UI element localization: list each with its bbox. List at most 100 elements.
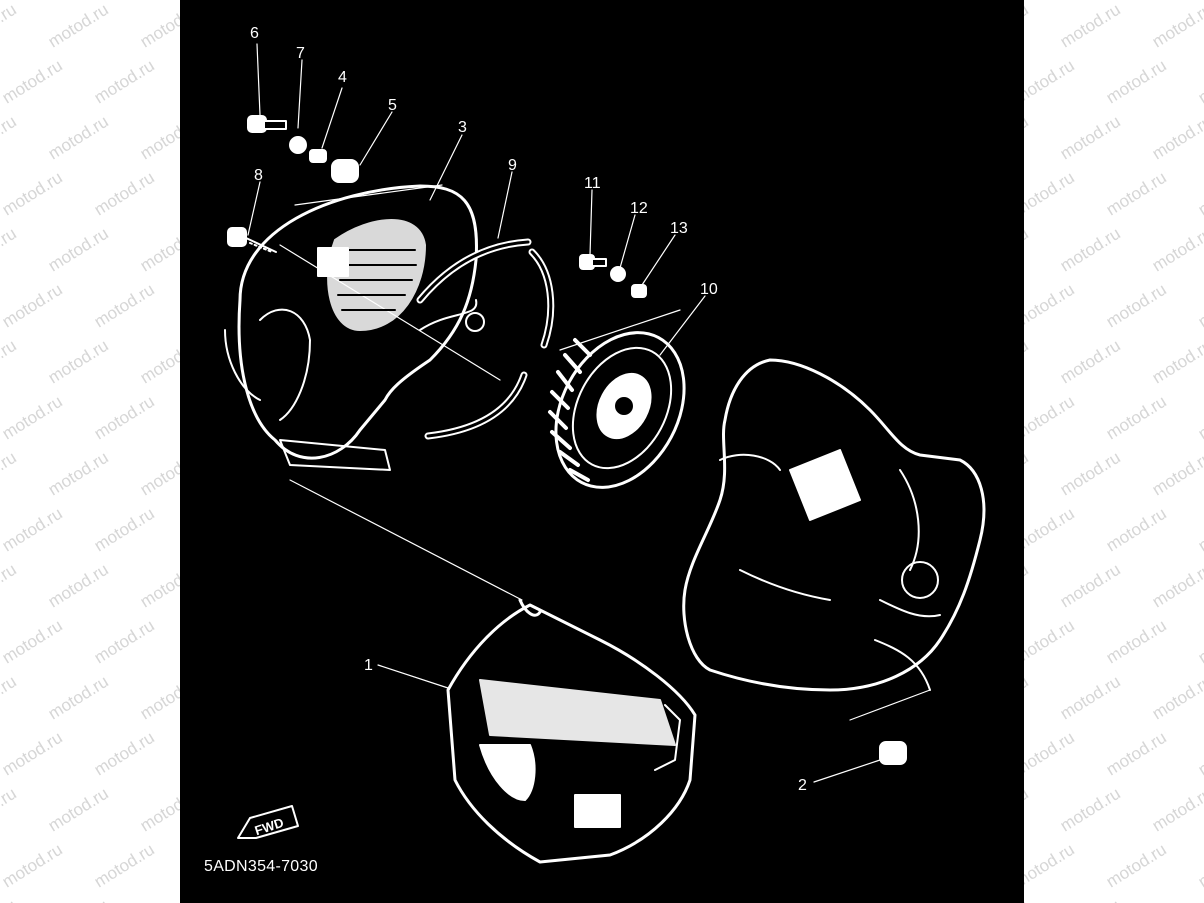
callout-1: 1 <box>364 657 373 674</box>
watermark-text: motod.ru <box>90 167 158 220</box>
callout-5: 5 <box>388 97 397 114</box>
watermark-text: motod.ru <box>1149 896 1204 903</box>
watermark-text: motod.ru <box>0 391 66 444</box>
watermark-text: motod.ru <box>0 896 20 903</box>
watermark-text: motod.ru <box>0 223 20 276</box>
watermark-text: motod.ru <box>0 783 20 836</box>
watermark-text: motod.ru <box>1148 559 1204 612</box>
watermark-text: motod.ru <box>0 615 66 668</box>
watermark-text: motod.ru <box>1056 111 1124 164</box>
part-7-washer <box>289 136 307 154</box>
watermark-text: motod.ru <box>0 111 20 164</box>
watermark-text: motod.ru <box>1056 223 1124 276</box>
watermark-text: motod.ru <box>1194 167 1204 220</box>
callout-10: 10 <box>700 281 718 298</box>
watermark-text: motod.ru <box>1194 503 1204 556</box>
watermark-text: motod.ru <box>0 0 20 52</box>
watermark-text: motod.ru <box>1148 335 1204 388</box>
part-4-collar <box>309 149 327 163</box>
fwd-arrow <box>237 805 299 839</box>
watermark-text: motod.ru <box>44 111 112 164</box>
watermark-text: motod.ru <box>44 783 112 836</box>
part-12-washer <box>610 266 626 282</box>
callout-4: 4 <box>338 69 347 86</box>
watermark-text: motod.ru <box>90 615 158 668</box>
watermark-text: motod.ru <box>90 503 158 556</box>
part-1-cylinder-cover <box>446 598 697 864</box>
watermark-text: motod.ru <box>1148 447 1204 500</box>
watermark-text: motod.ru <box>1102 839 1170 892</box>
watermark-text: motod.ru <box>1148 223 1204 276</box>
watermark-text: motod.ru <box>1148 783 1204 836</box>
watermark-text: motod.ru <box>1194 391 1204 444</box>
engine-block <box>682 358 986 692</box>
exploded-view-drawing: 6 7 4 5 3 8 9 11 12 13 10 1 2 FWD <box>224 25 986 864</box>
watermark-text: motod.ru <box>1056 447 1124 500</box>
callout-2: 2 <box>798 777 807 794</box>
watermark-text: motod.ru <box>0 167 66 220</box>
callout-3: 3 <box>458 119 467 136</box>
callout-12: 12 <box>630 200 648 217</box>
watermark-text: motod.ru <box>1102 167 1170 220</box>
watermark-text: motod.ru <box>0 503 66 556</box>
leader-lines <box>247 43 931 783</box>
watermark-text: motod.ru <box>1056 671 1124 724</box>
part-11-bolt <box>579 254 607 270</box>
watermark-text: motod.ru <box>1056 559 1124 612</box>
watermark-text: motod.ru <box>1194 279 1204 332</box>
watermark-text: motod.ru <box>1056 0 1124 52</box>
watermark-text: motod.ru <box>1102 391 1170 444</box>
watermark-text: motod.ru <box>1194 615 1204 668</box>
callout-8: 8 <box>254 167 263 184</box>
watermark-text: motod.ru <box>90 55 158 108</box>
watermark-text: motod.ru <box>0 839 66 892</box>
watermark-text: motod.ru <box>1194 727 1204 780</box>
watermark-text: motod.ru <box>90 839 158 892</box>
watermark-text: motod.ru <box>1194 55 1204 108</box>
callout-labels: 6 7 4 5 3 8 9 11 12 13 10 1 2 FWD <box>250 25 807 838</box>
part-2-grommet <box>879 741 907 765</box>
part-13-nut <box>631 284 647 298</box>
watermark-text: motod.ru <box>90 727 158 780</box>
callout-7: 7 <box>296 45 305 62</box>
watermark-text: motod.ru <box>0 279 66 332</box>
watermark-text: motod.ru <box>1148 111 1204 164</box>
watermark-text: motod.ru <box>44 0 112 52</box>
parts-diagram: 6 7 4 5 3 8 9 11 12 13 10 1 2 FWD 5ADN35… <box>180 0 1024 903</box>
callout-13: 13 <box>670 220 688 237</box>
watermark-text: motod.ru <box>0 335 20 388</box>
callout-9: 9 <box>508 157 517 174</box>
watermark-text: motod.ru <box>1102 503 1170 556</box>
watermark-text: motod.ru <box>0 671 20 724</box>
watermark-text: motod.ru <box>1148 0 1204 52</box>
watermark-text: motod.ru <box>0 55 66 108</box>
watermark-text: motod.ru <box>1057 896 1124 903</box>
watermark-text: motod.ru <box>1102 727 1170 780</box>
part-6-screw <box>247 115 287 133</box>
callout-6: 6 <box>250 25 259 42</box>
watermark-text: motod.ru <box>44 447 112 500</box>
watermark-text: motod.ru <box>1056 783 1124 836</box>
watermark-text: motod.ru <box>44 335 112 388</box>
part-10-flywheel <box>548 331 686 489</box>
watermark-text: motod.ru <box>1148 671 1204 724</box>
watermark-text: motod.ru <box>44 559 112 612</box>
watermark-text: motod.ru <box>1102 615 1170 668</box>
watermark-text: motod.ru <box>0 727 66 780</box>
watermark-text: motod.ru <box>1102 55 1170 108</box>
watermark-text: motod.ru <box>1056 335 1124 388</box>
part-9-hose <box>416 238 555 440</box>
watermark-text: motod.ru <box>0 559 20 612</box>
callout-11: 11 <box>584 175 601 192</box>
part-3-fan-shroud <box>224 184 485 471</box>
part-5-grommet <box>331 159 359 183</box>
watermark-text: motod.ru <box>44 671 112 724</box>
watermark-text: motod.ru <box>90 391 158 444</box>
watermark-text: motod.ru <box>44 223 112 276</box>
watermark-text: motod.ru <box>90 279 158 332</box>
drawing-code: 5ADN354-7030 <box>204 858 318 875</box>
watermark-text: motod.ru <box>0 447 20 500</box>
watermark-text: motod.ru <box>45 896 112 903</box>
watermark-text: motod.ru <box>1102 279 1170 332</box>
watermark-text: motod.ru <box>1194 839 1204 892</box>
